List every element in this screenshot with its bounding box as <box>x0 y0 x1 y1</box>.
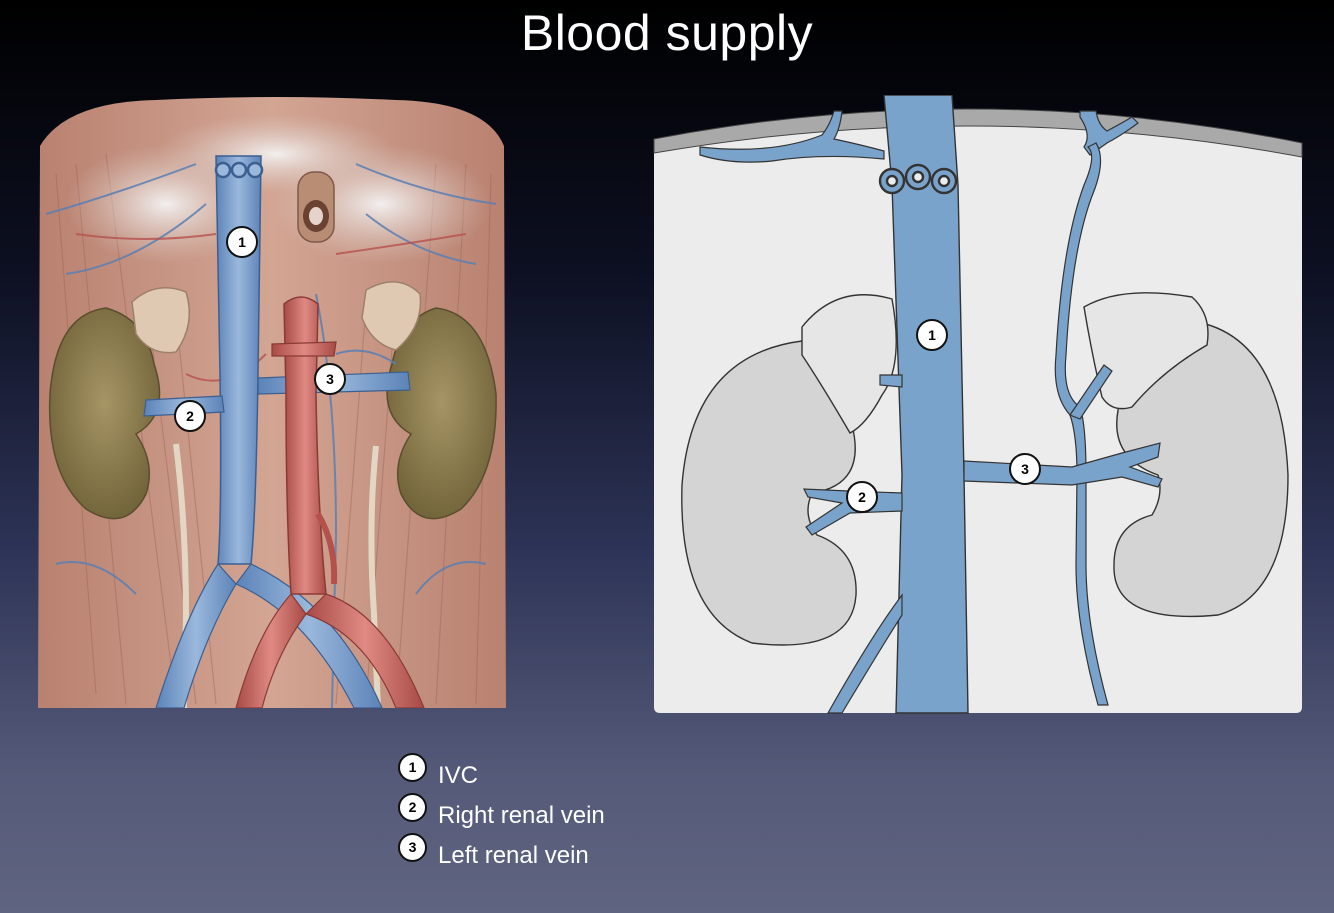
diagram-marker-2: 2 <box>847 482 877 512</box>
illustration-marker-3: 3 <box>315 364 345 394</box>
legend-number-badge: 1 <box>398 753 427 782</box>
svg-text:3: 3 <box>1021 461 1029 477</box>
legend-number-badge: 3 <box>398 833 427 862</box>
hepatic-veins <box>216 163 262 177</box>
legend-label: Left renal vein <box>438 841 589 871</box>
inferior-vena-cava <box>216 156 261 564</box>
diagram-marker-3: 3 <box>1010 454 1040 484</box>
svg-text:3: 3 <box>326 371 334 387</box>
diagram-marker-1: 1 <box>917 320 947 350</box>
anatomical-illustration: 1 2 3 <box>36 94 510 708</box>
diagram-right-adrenal-vein <box>880 375 902 387</box>
svg-text:2: 2 <box>858 489 866 505</box>
svg-text:1: 1 <box>928 327 936 343</box>
legend-label: Right renal vein <box>438 801 605 831</box>
svg-text:2: 2 <box>186 408 194 424</box>
illustration-marker-1: 1 <box>227 227 257 257</box>
diagram-hepatic-veins <box>880 165 956 193</box>
legend-item-right-renal-vein: 2 Right renal vein <box>398 793 728 833</box>
slide-title: Blood supply <box>0 2 1334 64</box>
illustration-svg: 1 2 3 <box>36 94 510 708</box>
celiac-trunk <box>272 342 336 356</box>
legend-number-badge: 2 <box>398 793 427 822</box>
legend-item-ivc: 1 IVC <box>398 753 728 793</box>
legend-item-left-renal-vein: 3 Left renal vein <box>398 833 728 873</box>
svg-text:1: 1 <box>238 234 246 250</box>
illustration-marker-2: 2 <box>175 401 205 431</box>
diagram-svg: 1 2 3 <box>652 95 1304 715</box>
legend-label: IVC <box>438 761 478 791</box>
schematic-diagram: 1 2 3 <box>652 95 1304 715</box>
central-tendon <box>156 114 396 194</box>
esophagus-inner <box>309 207 323 225</box>
legend: 1 IVC 2 Right renal vein 3 Left renal ve… <box>398 753 728 873</box>
